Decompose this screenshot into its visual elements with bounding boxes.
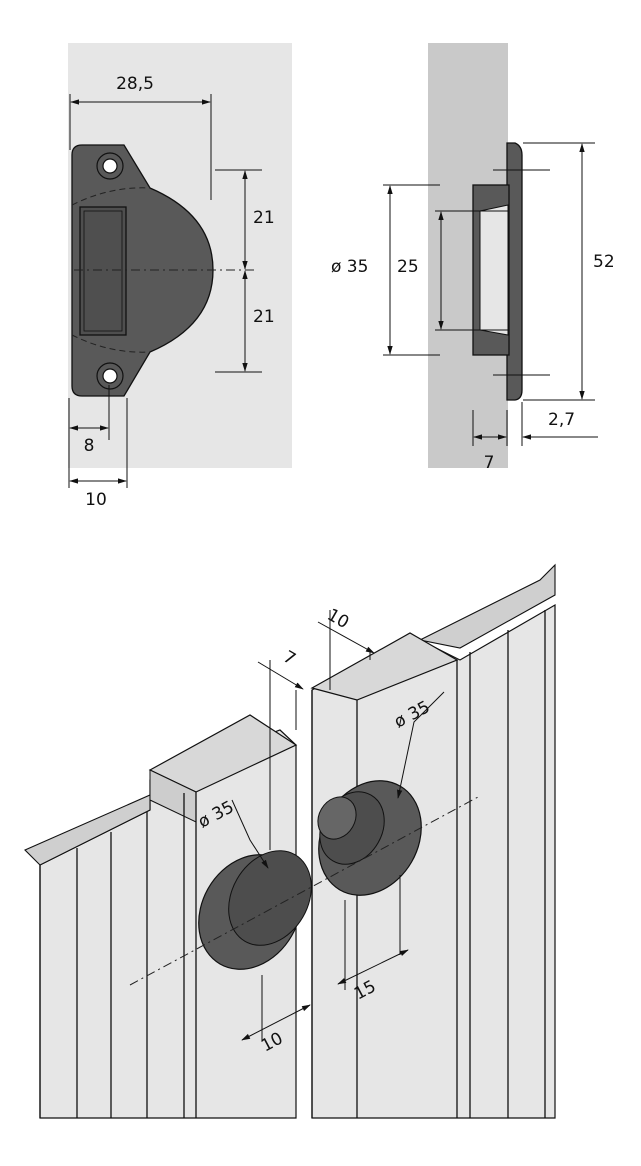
hidden-recess-arc — [71, 187, 151, 353]
iso-dimension-top-depth — [257, 661, 304, 690]
dimension-depth-label: 7 — [484, 453, 495, 473]
dimension-inset-label: 8 — [84, 436, 95, 456]
iso-center-line — [129, 796, 479, 986]
dimension-diameter-label: ø 35 — [331, 257, 368, 277]
dimension-width-label: 28,5 — [116, 74, 154, 94]
latch-slot-inner — [83, 210, 123, 332]
left-bore — [198, 850, 312, 970]
latch-slot — [79, 206, 127, 336]
dimension-flange-label: 2,7 — [548, 410, 575, 430]
socket-bore — [479, 204, 509, 336]
dimension-lower-half-label: 21 — [253, 307, 275, 327]
screw-hole-bottom — [96, 362, 124, 390]
dimension-upper-half-label: 21 — [253, 208, 275, 228]
isometric-view: 10 7 ø 35 ø 35 15 10 — [24, 563, 556, 1119]
front-view: 28,5 21 21 8 10 — [68, 43, 292, 510]
dimension-height-label: 52 — [593, 252, 615, 272]
left-panel-slats — [39, 792, 197, 1118]
right-panel-top-strip — [418, 563, 556, 649]
screw-hole-top — [96, 152, 124, 180]
side-view: ø 35 25 52 7 2,7 — [331, 43, 615, 473]
iso-dimension-left-offset — [241, 1004, 311, 1041]
iso-dimension-top-width-label: 10 — [324, 605, 353, 633]
right-plug — [317, 780, 422, 896]
flange — [506, 142, 523, 401]
iso-dimension-top-width — [317, 621, 375, 654]
iso-dimension-right-offset — [337, 949, 409, 985]
iso-dimension-top-depth-label: 7 — [280, 647, 299, 670]
right-panel-slats — [311, 610, 546, 1118]
left-panel-top-strip — [24, 794, 151, 866]
dimension-base-label: 10 — [85, 490, 107, 510]
dimension-socket-label: 25 — [397, 257, 419, 277]
